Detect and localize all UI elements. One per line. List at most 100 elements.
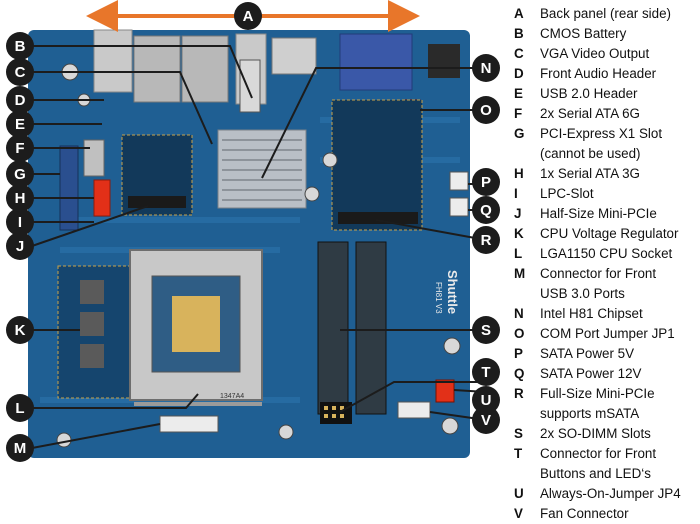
legend-letter: V	[514, 506, 523, 521]
legend-description: CPU Voltage Regulator	[540, 226, 679, 241]
rear-usb-port-stack	[93, 29, 133, 93]
legend-description: Half-Size Mini-PCIe	[540, 206, 657, 221]
legend-letter: N	[514, 306, 524, 321]
legend-letter: O	[514, 326, 525, 341]
sata-power-5v	[449, 171, 469, 191]
svg-text:J: J	[16, 238, 24, 255]
legend-letter: G	[514, 126, 525, 141]
legend-description: 1x Serial ATA 3G	[540, 166, 640, 181]
callout-T: T	[472, 358, 500, 386]
callout-M: M	[6, 434, 34, 462]
callout-Q: Q	[472, 196, 500, 224]
callout-V: V	[472, 406, 500, 434]
legend-description: (cannot be used)	[540, 146, 641, 161]
svg-text:L: L	[15, 400, 24, 417]
board-model: FH81 V3	[434, 282, 443, 314]
half-size-minipcie-connector	[128, 196, 186, 208]
legend-description: PCI-Express X1 Slot	[540, 126, 663, 141]
callout-O: O	[472, 96, 500, 124]
legend-description: Back panel (rear side)	[540, 6, 671, 21]
legend-description: USB 2.0 Header	[540, 86, 638, 101]
legend-item-h: H 1x Serial ATA 3G	[512, 164, 700, 184]
sata-3g-port	[93, 179, 111, 217]
sata-6g-ports	[83, 139, 105, 177]
callout-G: G	[6, 160, 34, 188]
sata-power-12v	[449, 197, 469, 217]
cmos-battery	[239, 59, 261, 113]
callout-J: J	[6, 232, 34, 260]
board-brand: Shuttle	[445, 270, 460, 314]
vrm-choke-3	[80, 344, 104, 368]
vrm-choke-2	[80, 312, 104, 336]
legend-letter: S	[514, 426, 523, 441]
fan-connector	[397, 401, 431, 419]
legend-letter: H	[514, 166, 524, 181]
legend-description: LGA1150 CPU Socket	[540, 246, 673, 261]
legend-letter: F	[514, 106, 523, 121]
legend-letter: L	[514, 246, 523, 261]
legend-description: 2x SO-DIMM Slots	[540, 426, 651, 441]
front-panel-header	[320, 402, 352, 424]
rear-dc-jack	[428, 44, 460, 78]
legend-description: Front Audio Header	[540, 66, 657, 81]
svg-text:I: I	[18, 214, 22, 231]
svg-text:V: V	[481, 412, 491, 429]
legend-letter: E	[514, 86, 523, 101]
legend-description: VGA Video Output	[540, 46, 650, 61]
legend-description: Full-Size Mini-PCIe	[540, 386, 655, 401]
svg-text:S: S	[481, 322, 491, 339]
svg-text:M: M	[14, 440, 27, 457]
legend-description: SATA Power 12V	[540, 366, 642, 381]
legend-description: COM Port Jumper JP1	[540, 326, 675, 341]
legend-item-l: L LGA1150 CPU Socket	[512, 244, 700, 264]
legend-description: USB 3.0 Ports	[540, 286, 625, 301]
legend-item-q: Q SATA Power 12V	[512, 364, 700, 384]
always-on-jumper-jp4	[435, 379, 455, 403]
sodimm-slot-2	[355, 241, 387, 415]
legend-letter: M	[514, 266, 526, 281]
callout-D: D	[6, 86, 34, 114]
callout-C: C	[6, 58, 34, 86]
callout-I: I	[6, 208, 34, 236]
legend-description: Connector for Front	[540, 266, 657, 281]
legend-letter: T	[514, 446, 523, 461]
callout-H: H	[6, 184, 34, 212]
legend-item-d: D Front Audio Header	[512, 64, 700, 84]
legend-description: Intel H81 Chipset	[540, 306, 643, 321]
svg-text:T: T	[481, 364, 490, 381]
legend-description: Buttons and LED‘s	[540, 466, 651, 481]
legend-item-o: O COM Port Jumper JP1	[512, 324, 700, 344]
callout-E: E	[6, 110, 34, 138]
legend-description: Connector for Front	[540, 446, 657, 461]
svg-text:N: N	[481, 60, 492, 77]
svg-text:F: F	[15, 140, 24, 157]
legend-letter: D	[514, 66, 524, 81]
legend-item-e: E USB 2.0 Header	[512, 84, 700, 104]
svg-text:P: P	[481, 174, 491, 191]
svg-text:C: C	[15, 64, 26, 81]
legend-letter: C	[514, 46, 524, 61]
sodimm-slot-1	[317, 241, 349, 415]
legend-letter: Q	[514, 366, 525, 381]
svg-text:D: D	[15, 92, 26, 109]
heatsink-fins	[222, 139, 302, 201]
svg-text:U: U	[481, 392, 492, 409]
legend-item-g: G PCI-Express X1 Slot (cannot be used)	[512, 124, 700, 164]
callout-P: P	[472, 168, 500, 196]
svg-text:R: R	[481, 232, 492, 249]
legend-letter: U	[514, 486, 524, 501]
callout-A: A	[234, 2, 262, 30]
full-size-minipcie-connector	[338, 212, 418, 224]
legend-letter: R	[514, 386, 524, 401]
